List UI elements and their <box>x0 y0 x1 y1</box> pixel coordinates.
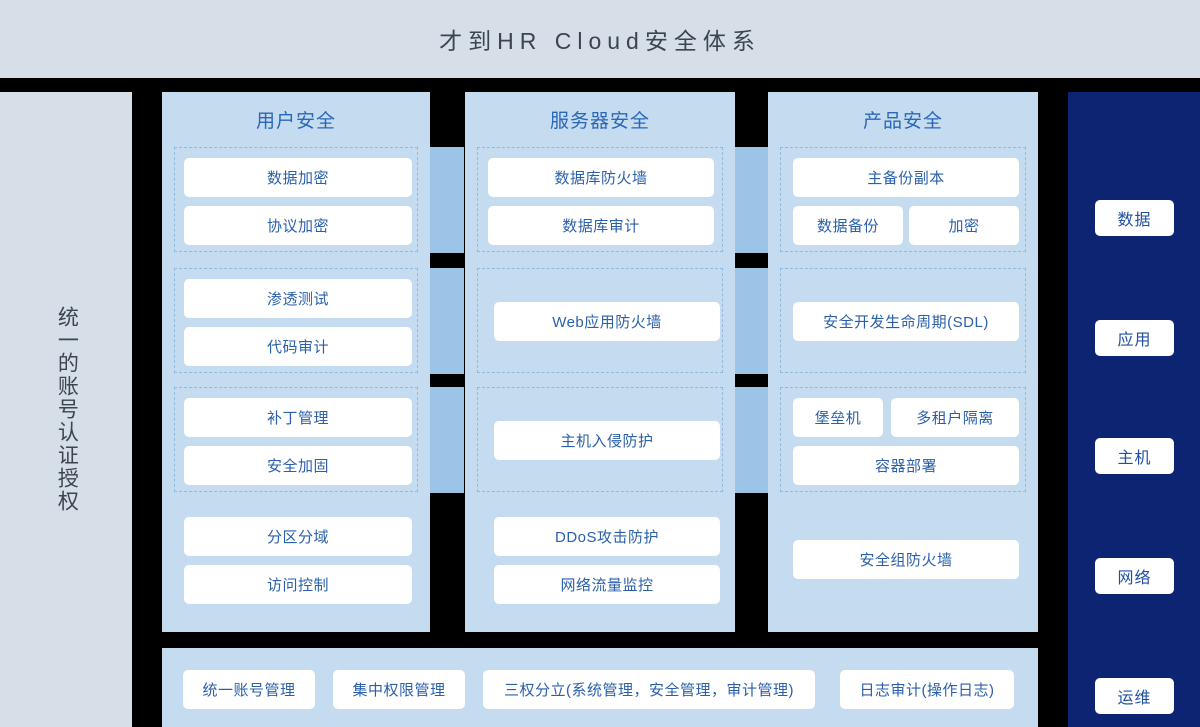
security-item-box[interactable]: 数据加密 <box>184 158 412 197</box>
bottom-panel-account-management: 统一账号管理集中权限管理三权分立(系统管理，安全管理，审计管理) 日志审计(操作日… <box>162 648 1038 727</box>
row-group-0: 数据库防火墙数据库审计 <box>477 147 723 252</box>
security-item-box[interactable]: 数据库防火墙 <box>488 158 714 197</box>
security-item-box[interactable]: 加密 <box>909 206 1019 245</box>
security-item-box[interactable]: 协议加密 <box>184 206 412 245</box>
connector-band-2 <box>430 387 464 493</box>
security-item-box[interactable]: 安全加固 <box>184 446 412 485</box>
security-item-box[interactable]: 补丁管理 <box>184 398 412 437</box>
row-group-3: 分区分域访问控制 <box>174 506 418 611</box>
row-group-2: 补丁管理安全加固 <box>174 387 418 492</box>
left-panel-unified-account: 统一的账号认证授权 <box>0 92 132 727</box>
column-header: 用户安全 <box>255 111 336 132</box>
row-group-2: 堡垒机多租户隔离容器部署 <box>780 387 1026 492</box>
security-item-box[interactable]: 访问控制 <box>184 565 412 604</box>
row-group-1: 渗透测试代码审计 <box>174 268 418 373</box>
connector-band-4 <box>735 268 769 374</box>
security-item-box[interactable]: Web应用防火墙 <box>494 302 720 341</box>
layer-pill-0[interactable]: 数据 <box>1095 200 1174 236</box>
security-item-box[interactable]: 数据库审计 <box>488 206 714 245</box>
layer-pill-3[interactable]: 网络 <box>1095 558 1174 594</box>
security-item-box[interactable]: 安全开发生命周期(SDL) <box>793 302 1019 341</box>
layer-pill-1[interactable]: 应用 <box>1095 320 1174 356</box>
security-item-box[interactable]: 代码审计 <box>184 327 412 366</box>
security-item-box[interactable]: 安全组防火墙 <box>793 540 1019 579</box>
left-panel-label: 统一的账号认证授权 <box>55 306 79 513</box>
connector-band-1 <box>430 268 464 374</box>
column-header: 服务器安全 <box>549 111 650 132</box>
row-group-2: 主机入侵防护 <box>477 387 723 492</box>
column-server: 服务器安全数据库防火墙数据库审计 Web应用防火墙主机入侵防护 DDoS攻击防护网络… <box>465 92 735 632</box>
security-item-box[interactable]: 多租户隔离 <box>891 398 1019 437</box>
right-panel-layers: 数据应用主机网络运维 <box>1068 92 1200 727</box>
security-item-box[interactable]: 数据备份 <box>793 206 903 245</box>
column-header: 产品安全 <box>862 111 943 132</box>
security-item-box[interactable]: 主机入侵防护 <box>494 421 720 460</box>
bottom-item-box[interactable]: 日志审计(操作日志) <box>840 670 1014 709</box>
row-group-1: Web应用防火墙 <box>477 268 723 373</box>
row-group-1: 安全开发生命周期(SDL) <box>780 268 1026 373</box>
security-item-box[interactable]: DDoS攻击防护 <box>494 517 720 556</box>
bottom-item-box[interactable]: 三权分立(系统管理，安全管理，审计管理) <box>483 670 815 709</box>
security-item-box[interactable]: 渗透测试 <box>184 279 412 318</box>
connector-band-3 <box>735 147 769 253</box>
row-group-3: DDoS攻击防护网络流量监控 <box>477 506 723 611</box>
connector-band-0 <box>430 147 464 253</box>
title-band: 才到HR Cloud安全体系 <box>0 0 1200 78</box>
security-item-box[interactable]: 网络流量监控 <box>494 565 720 604</box>
row-group-3: 安全组防火墙 <box>780 506 1026 611</box>
row-group-0: 主备份副本数据备份加密 <box>780 147 1026 252</box>
bottom-item-box[interactable]: 集中权限管理 <box>333 670 465 709</box>
page-title: 才到HR Cloud安全体系 <box>439 28 761 54</box>
security-item-box[interactable]: 主备份副本 <box>793 158 1019 197</box>
row-group-0: 数据加密协议加密 <box>174 147 418 252</box>
column-user: 用户安全数据加密协议加密渗透测试代码审计补丁管理安全加固分区分域访问控制 <box>162 92 430 632</box>
security-item-box[interactable]: 分区分域 <box>184 517 412 556</box>
connector-band-5 <box>735 387 769 493</box>
column-product: 产品安全主备份副本数据备份加密安全开发生命周期(SDL) 堡垒机多租户隔离容器部署… <box>768 92 1038 632</box>
layer-pill-2[interactable]: 主机 <box>1095 438 1174 474</box>
security-item-box[interactable]: 容器部署 <box>793 446 1019 485</box>
layer-pill-4[interactable]: 运维 <box>1095 678 1174 714</box>
security-item-box[interactable]: 堡垒机 <box>793 398 883 437</box>
bottom-item-box[interactable]: 统一账号管理 <box>183 670 315 709</box>
